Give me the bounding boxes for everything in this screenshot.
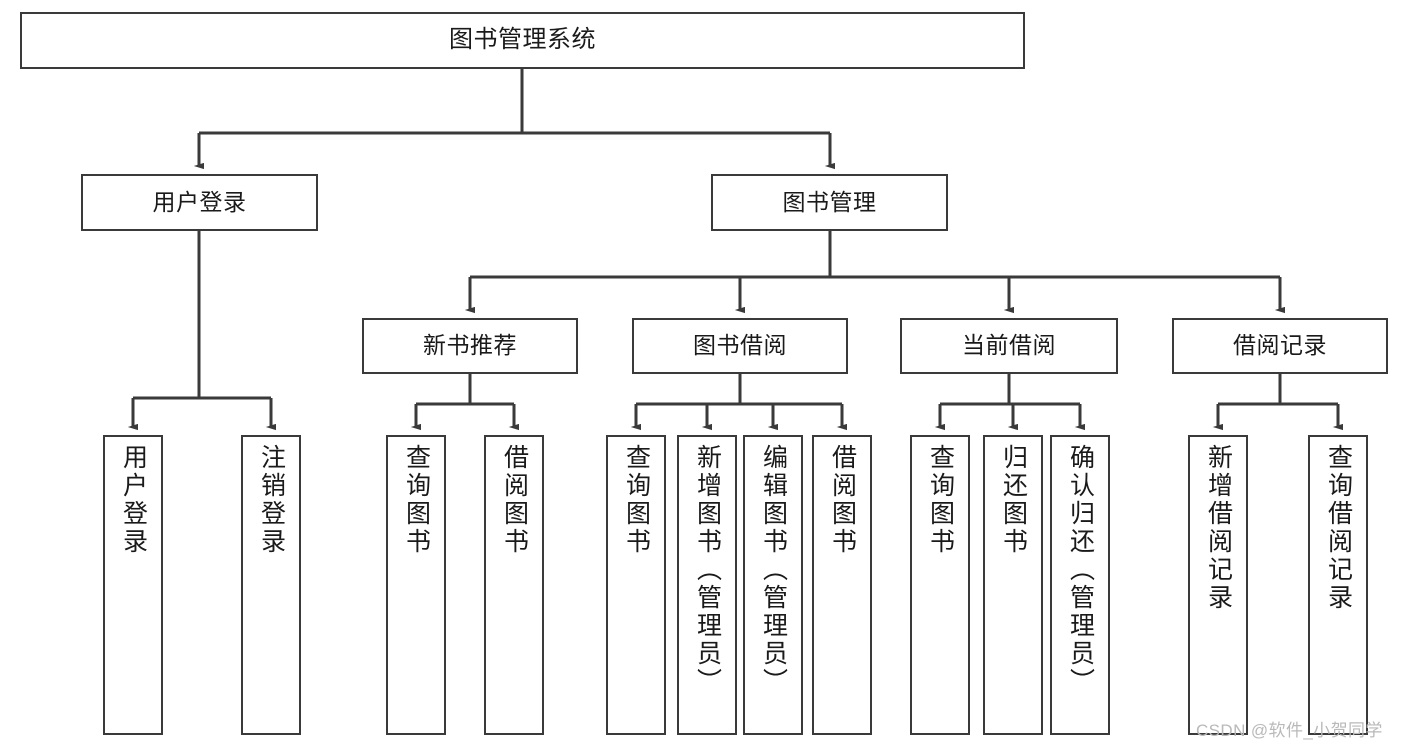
csdn-watermark: CSDN @软件_小贺同学: [1196, 721, 1383, 740]
node-root-system[interactable]: 图书管理系统: [20, 12, 1025, 69]
node-leaf-add-record[interactable]: 新增借阅记录: [1188, 435, 1248, 735]
node-leaf-borrow-book-2[interactable]: 借阅图书: [812, 435, 872, 735]
node-label: 归还图书: [999, 444, 1028, 556]
node-label: 注销登录: [257, 444, 286, 556]
node-leaf-confirm-return[interactable]: 确认归还（管理员）: [1050, 435, 1110, 735]
node-label: 借阅图书: [500, 444, 529, 556]
node-leaf-return-book[interactable]: 归还图书: [983, 435, 1043, 735]
node-label: 新增借阅记录: [1204, 444, 1233, 612]
node-book-borrow[interactable]: 图书借阅: [632, 318, 848, 374]
node-leaf-query-record[interactable]: 查询借阅记录: [1308, 435, 1368, 735]
node-label: 确认归还（管理员）: [1066, 444, 1095, 696]
node-new-book-recommend[interactable]: 新书推荐: [362, 318, 578, 374]
node-label: 新增图书（管理员）: [693, 444, 722, 696]
node-label: 用户登录: [152, 188, 247, 215]
node-leaf-user-login[interactable]: 用户登录: [103, 435, 163, 735]
node-current-borrow[interactable]: 当前借阅: [900, 318, 1118, 374]
node-leaf-query-book-3[interactable]: 查询图书: [910, 435, 970, 735]
node-label: 图书管理: [782, 188, 877, 215]
node-label: 编辑图书（管理员）: [759, 444, 788, 696]
node-label: 借阅图书: [828, 444, 857, 556]
node-label: 新书推荐: [423, 332, 517, 359]
node-leaf-query-book-2[interactable]: 查询图书: [606, 435, 666, 735]
node-label: 图书借阅: [693, 332, 787, 359]
node-leaf-edit-book[interactable]: 编辑图书（管理员）: [743, 435, 803, 735]
node-label: 查询借阅记录: [1324, 444, 1353, 612]
node-borrow-record[interactable]: 借阅记录: [1172, 318, 1388, 374]
node-user-login[interactable]: 用户登录: [81, 174, 318, 231]
node-leaf-borrow-book-1[interactable]: 借阅图书: [484, 435, 544, 735]
node-book-manage[interactable]: 图书管理: [711, 174, 948, 231]
node-label: 查询图书: [622, 444, 651, 556]
node-label: 借阅记录: [1233, 332, 1327, 359]
node-label: 查询图书: [402, 444, 431, 556]
node-label: 查询图书: [926, 444, 955, 556]
node-leaf-logout[interactable]: 注销登录: [241, 435, 301, 735]
node-leaf-query-book-1[interactable]: 查询图书: [386, 435, 446, 735]
node-label: 用户登录: [119, 444, 148, 556]
node-leaf-add-book[interactable]: 新增图书（管理员）: [677, 435, 737, 735]
node-label: 图书管理系统: [449, 26, 596, 54]
node-label: 当前借阅: [962, 332, 1056, 359]
